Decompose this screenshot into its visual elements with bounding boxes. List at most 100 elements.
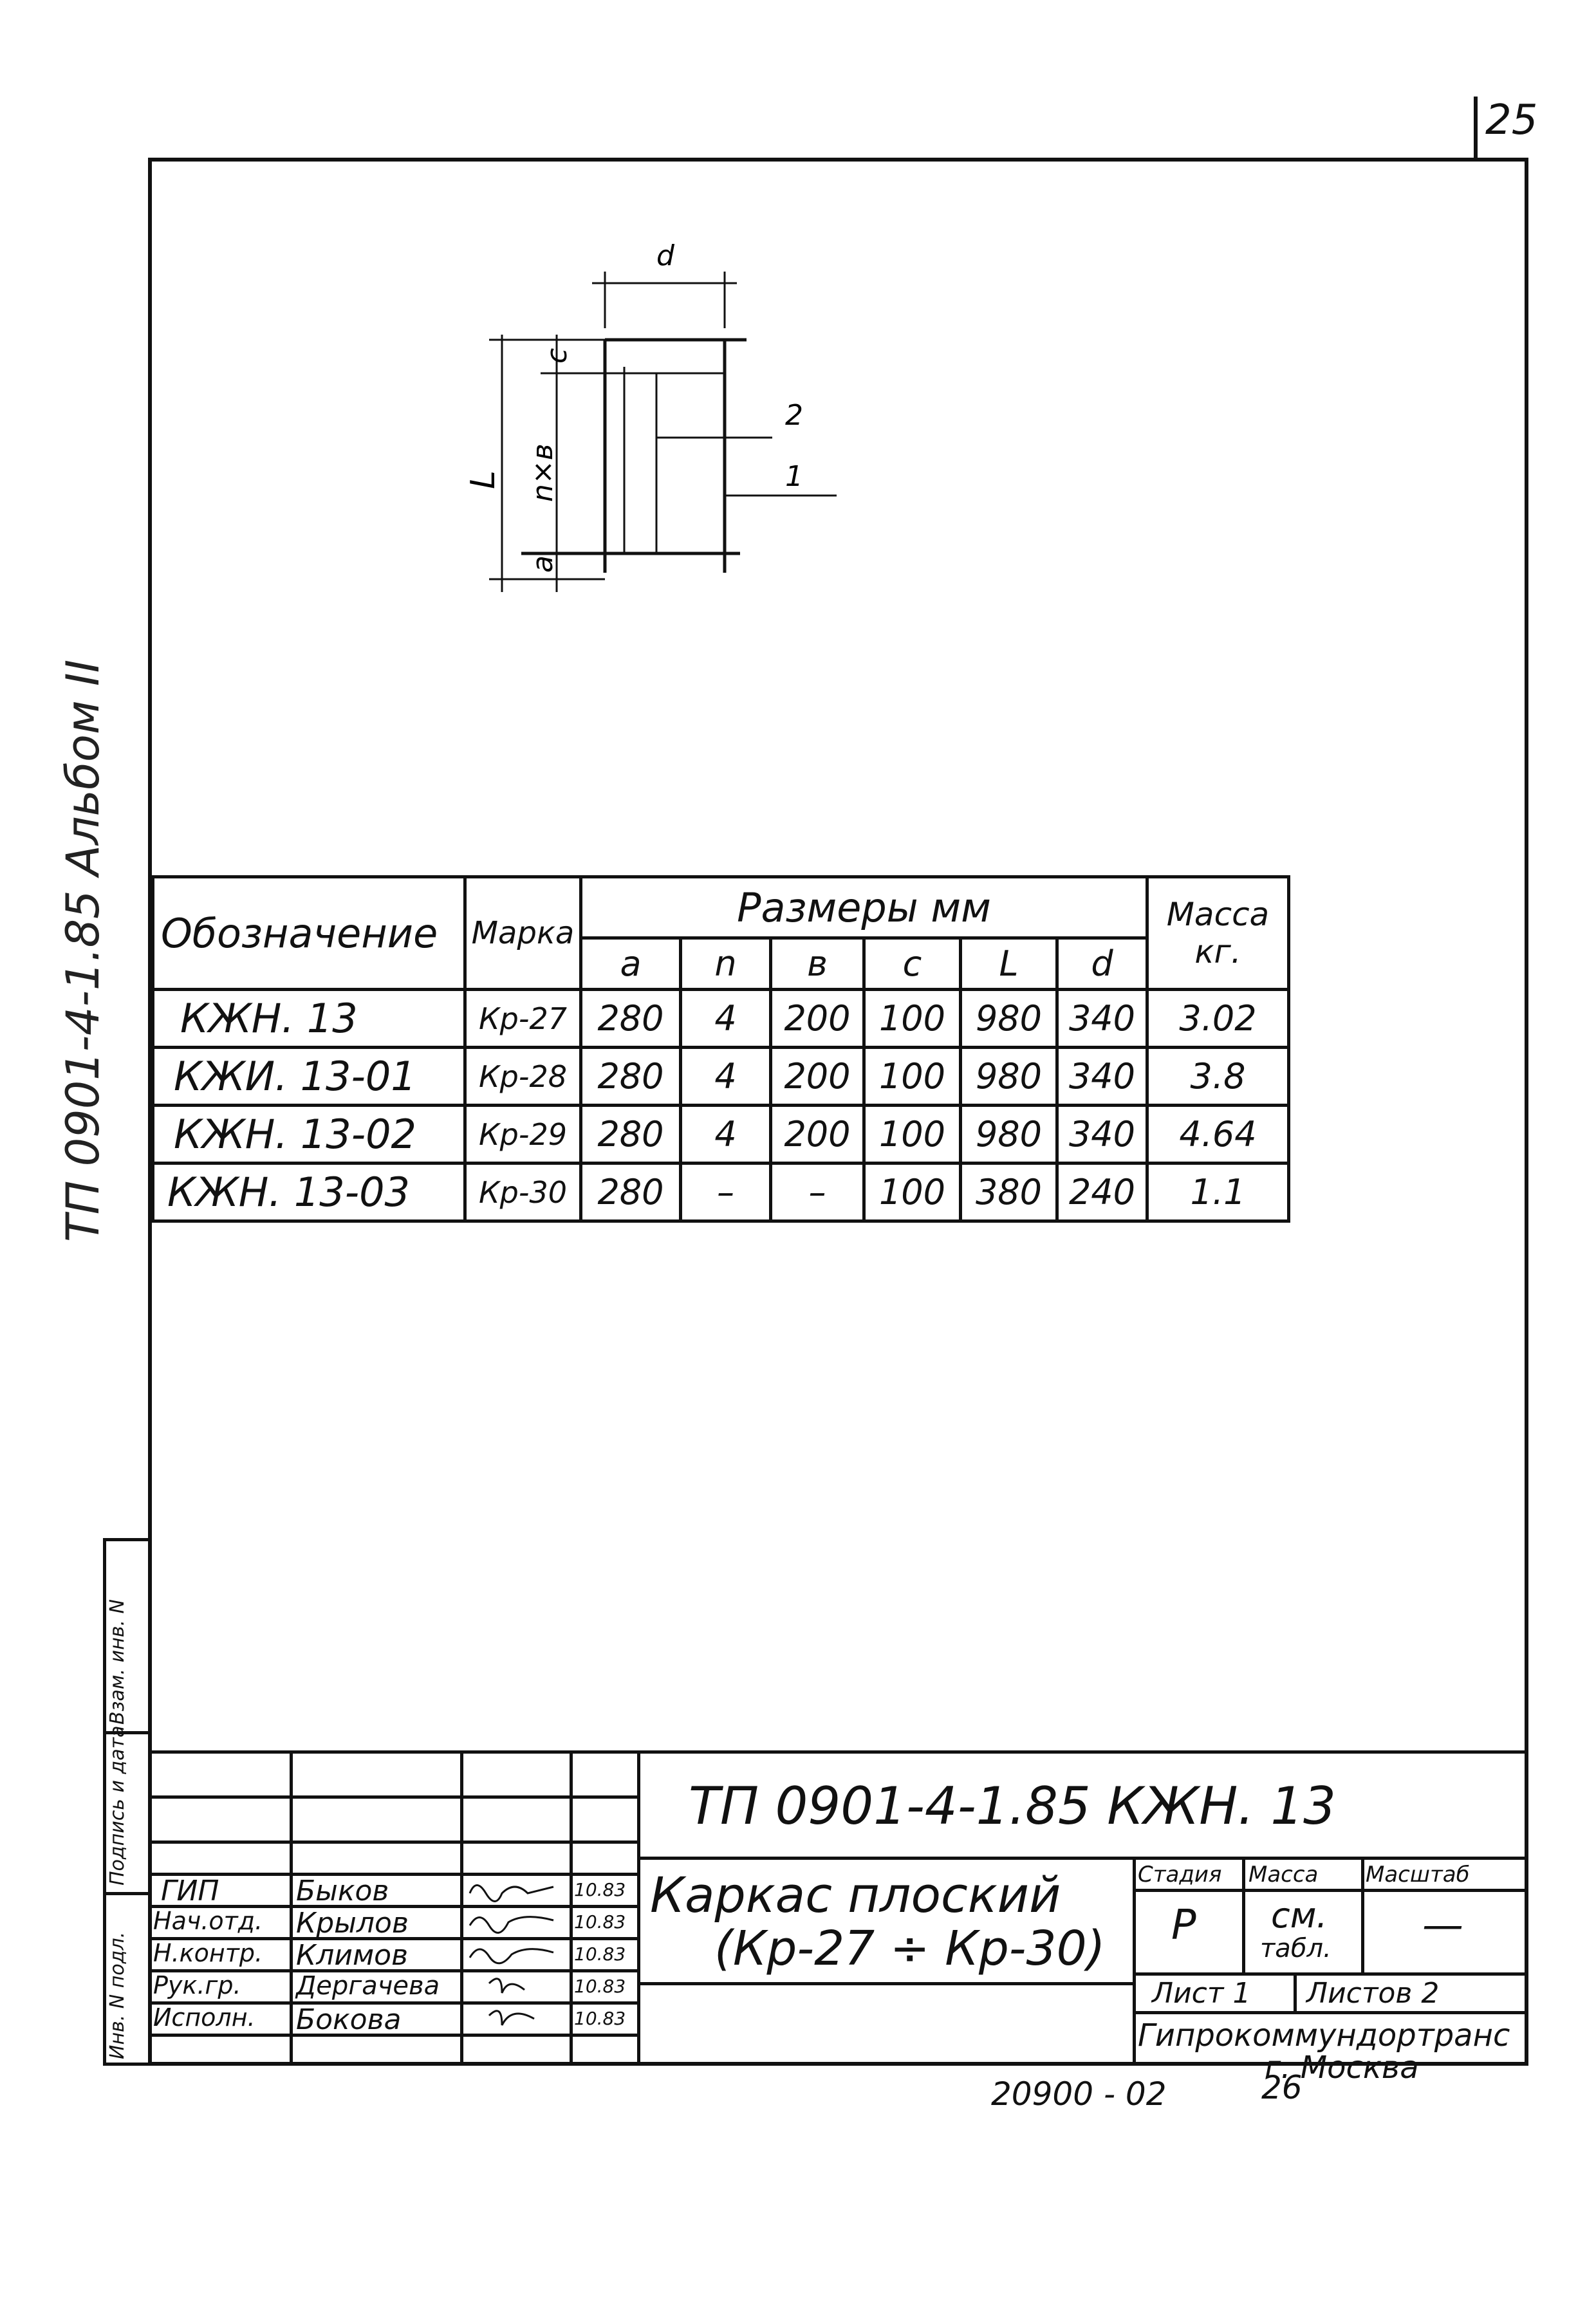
- tb-divider: [637, 1982, 1133, 1985]
- sheets-total: Листов 2: [1306, 1977, 1440, 2010]
- tb-divider: [570, 1750, 573, 2066]
- mass-value: см.: [1271, 1895, 1328, 1936]
- spec-table: Обозначение Марка Размеры мм Масса кг. a…: [151, 875, 1290, 1223]
- document-code: ТП 0901-4-1.85 КЖН. 13: [689, 1776, 1337, 1836]
- stage-header: Стадия: [1138, 1862, 1222, 1887]
- row-mass: 3.02: [1146, 988, 1290, 1049]
- row-d: 340: [1055, 988, 1149, 1049]
- sub-a: a: [579, 936, 682, 991]
- tb-divider: [460, 1750, 463, 2066]
- name-normcontrol: Климов: [296, 1939, 409, 1972]
- tb-divider: [148, 2034, 637, 2037]
- row-c: 100: [862, 1162, 962, 1223]
- header-mass-label: Масса: [1166, 896, 1270, 933]
- row-b: 200: [769, 1104, 866, 1165]
- row-a: 280: [579, 988, 682, 1049]
- date-head: 10.83: [574, 1911, 626, 1933]
- tb-divider: [290, 1750, 293, 2066]
- stamp-inv-label: Инв. N подл.: [106, 1931, 129, 2059]
- row-mark: Кр-29: [463, 1104, 582, 1165]
- label-1: 1: [785, 460, 803, 493]
- row-L: 980: [959, 1104, 1059, 1165]
- table-row: КЖН. 13 Кр-27 280 4 200 100 980 340 3.02: [151, 988, 1290, 1049]
- row-designation: КЖН. 13-03: [151, 1162, 467, 1223]
- scale-header: Масштаб: [1366, 1862, 1470, 1887]
- date-gip: 10.83: [574, 1879, 626, 1900]
- row-L: 980: [959, 988, 1059, 1049]
- tb-divider: [148, 1905, 637, 1908]
- row-d: 340: [1055, 1046, 1149, 1107]
- row-designation: КЖИ. 13-01: [151, 1046, 467, 1107]
- name-head: Крылов: [296, 1907, 409, 1940]
- header-mark: Марка: [463, 875, 582, 991]
- label-a: a: [526, 555, 559, 573]
- role-group-lead: Рук.гр.: [153, 1971, 241, 1999]
- role-head: Нач.отд.: [153, 1907, 263, 1935]
- name-group-lead: Дергачева: [296, 1971, 440, 2001]
- signatures-image: [469, 1884, 554, 2026]
- row-c: 100: [862, 988, 962, 1049]
- footer-code: 20900 - 02: [991, 2075, 1167, 2113]
- row-L: 380: [959, 1162, 1059, 1223]
- row-d: 340: [1055, 1104, 1149, 1165]
- date-normcontrol: 10.83: [574, 1943, 626, 1965]
- tb-divider: [148, 1873, 637, 1876]
- tb-divider: [1133, 1857, 1136, 2066]
- tb-divider: [637, 1857, 1528, 1860]
- row-mark: Кр-30: [463, 1162, 582, 1223]
- row-designation: КЖН. 13: [151, 988, 467, 1049]
- row-a: 280: [579, 1046, 682, 1107]
- sub-c: c: [862, 936, 962, 991]
- row-b: –: [769, 1162, 866, 1223]
- label-c: c: [541, 348, 573, 364]
- sheet-corner-number: 25: [1485, 97, 1538, 144]
- scale-value: —: [1422, 1902, 1463, 1949]
- sub-d: d: [1055, 936, 1149, 991]
- role-executor: Исполн.: [153, 2003, 255, 2032]
- header-mass: Масса кг.: [1146, 875, 1290, 991]
- table-row: КЖН. 13-03 Кр-30 280 – – 100 380 240 1.1: [151, 1162, 1290, 1223]
- date-executor: 10.83: [574, 2008, 626, 2029]
- row-n: –: [679, 1162, 772, 1223]
- row-a: 280: [579, 1162, 682, 1223]
- sub-L: L: [959, 936, 1059, 991]
- stage-value: Р: [1171, 1902, 1196, 1949]
- header-designation: Обозначение: [151, 875, 467, 991]
- corner-number-box: [1474, 97, 1484, 161]
- sheet-number: Лист 1: [1152, 1977, 1251, 2010]
- stamp-replace-label: Взам. инв. N: [106, 1599, 129, 1725]
- tb-divider: [1242, 1857, 1245, 1972]
- tb-divider: [148, 1937, 637, 1940]
- cage-schematic: d c n×в L a 2 1: [464, 239, 837, 592]
- row-c: 100: [862, 1104, 962, 1165]
- tb-divider: [1294, 1972, 1297, 2011]
- name-gip: Быков: [296, 1875, 389, 1907]
- stamp-sign-label: Подпись и дата: [106, 1725, 129, 1886]
- tb-divider: [1361, 1857, 1364, 1972]
- tb-divider: [637, 1750, 640, 2066]
- tb-divider: [148, 1969, 637, 1972]
- row-mark: Кр-27: [463, 988, 582, 1049]
- name-executor: Бокова: [296, 2003, 402, 2036]
- row-c: 100: [862, 1046, 962, 1107]
- header-dimensions: Размеры мм: [579, 875, 1149, 940]
- header-mass-unit: кг.: [1194, 933, 1241, 970]
- stamp-divider: [103, 1892, 151, 1895]
- title-line-1: Каркас плоский: [650, 1866, 1061, 1924]
- organization: Гипрокоммундортранс: [1138, 2017, 1510, 2054]
- row-mass: 4.64: [1146, 1104, 1290, 1165]
- label-2: 2: [785, 399, 803, 432]
- label-nxb: n×в: [526, 443, 559, 502]
- row-b: 200: [769, 1046, 866, 1107]
- tb-divider: [148, 2001, 637, 2005]
- row-mass: 1.1: [1146, 1162, 1290, 1223]
- tb-divider: [148, 1795, 637, 1799]
- row-mass: 3.8: [1146, 1046, 1290, 1107]
- row-L: 980: [959, 1046, 1059, 1107]
- drawing-frame: [148, 158, 1528, 2066]
- role-gip: ГИП: [161, 1875, 219, 1907]
- title-line-2: (Кр-27 ÷ Кр-30): [714, 1921, 1106, 1976]
- tb-divider: [1133, 1889, 1528, 1892]
- mass-header: Масса: [1248, 1862, 1319, 1887]
- side-note: ТП 0901-4-1.85 Альбом II: [57, 659, 109, 1242]
